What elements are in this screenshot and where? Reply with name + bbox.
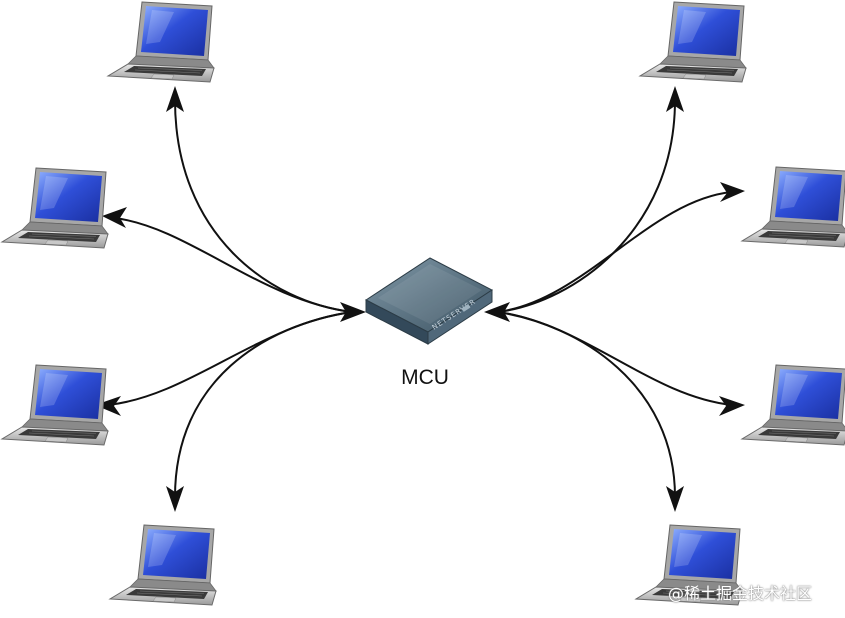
- arrowhead-mid-upper-left: [102, 207, 127, 228]
- arrowheads: [95, 86, 745, 512]
- laptop-icon: [109, 524, 217, 606]
- laptop-icon: [741, 166, 845, 248]
- arrowhead-mid-upper-right: [720, 182, 745, 202]
- arrow-to-mid-lower-left: [107, 311, 353, 406]
- arrow-to-bottom-left: [174, 311, 353, 498]
- laptop-icon: [1, 167, 109, 249]
- laptop-icon: [639, 1, 747, 83]
- arrow-to-bottom-right: [497, 311, 676, 498]
- arrowhead-top-right: [666, 86, 684, 112]
- watermark: @稀土掘金技术社区: [668, 584, 813, 603]
- arrow-to-top-left: [174, 99, 353, 313]
- arrowhead-mid-lower-right: [719, 396, 745, 416]
- arrowhead-center-left: [340, 302, 366, 322]
- arrowhead-bottom-right: [666, 486, 684, 512]
- laptop-icon: [741, 364, 845, 446]
- mcu-label: MCU: [401, 366, 449, 389]
- laptop-icon: [1, 364, 109, 446]
- server-icon: NETSERVER: [365, 257, 493, 345]
- arrowhead-mid-lower-left: [95, 396, 121, 416]
- arrowhead-top-left: [166, 86, 184, 112]
- arrowhead-center-right: [484, 302, 510, 322]
- arrowhead-bottom-left: [166, 486, 184, 512]
- laptop-icon: [107, 1, 215, 83]
- arrow-to-mid-lower-right: [497, 311, 733, 406]
- arrow-to-top-right: [497, 99, 676, 313]
- arrow-to-mid-upper-left: [114, 217, 353, 313]
- arrow-to-mid-upper-right: [497, 191, 733, 313]
- connection-arrows: [107, 99, 733, 498]
